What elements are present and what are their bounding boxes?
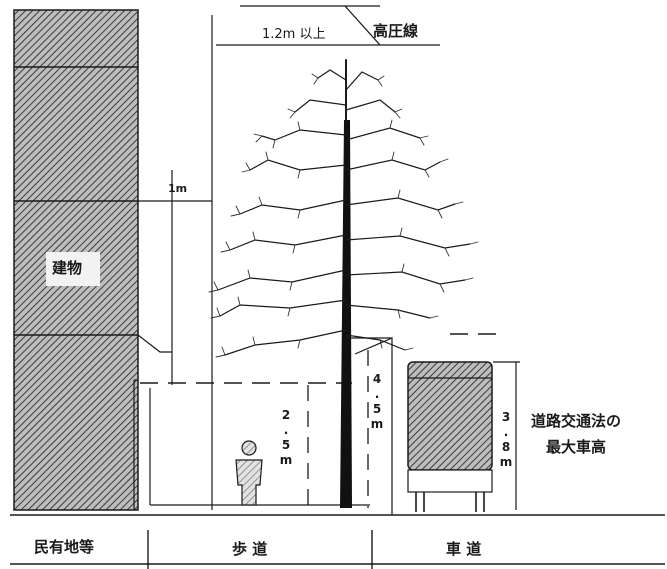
- power-line-label: 高圧線: [373, 22, 419, 40]
- vehicle-height-label: 3.8m: [499, 410, 513, 470]
- private-land-structure: [133, 334, 370, 510]
- power-line-clearance: [216, 5, 440, 46]
- building-label: 建物: [52, 259, 83, 277]
- boundary-lines: [138, 15, 213, 510]
- tree-clearance-frame: [345, 337, 393, 515]
- tree-icon: [208, 59, 479, 508]
- traffic-law-label-line1: 道路交通法の: [531, 412, 622, 430]
- zone-private-label: 民有地等: [34, 538, 95, 556]
- clearance-label: 1.2m 以上: [262, 27, 326, 42]
- offset-label: 1m: [168, 182, 188, 195]
- tree-height-label: 4.5m: [370, 372, 384, 432]
- zone-roadway-label: 車 道: [446, 540, 482, 558]
- sidewalk-height-label: 2.5m: [279, 408, 293, 468]
- dashed-height-lines: [140, 333, 500, 384]
- standing-person-icon: [235, 440, 263, 506]
- zone-sidewalk-label: 歩 道: [232, 540, 268, 558]
- zone-table: [10, 530, 665, 569]
- dimension-lines: [307, 350, 369, 508]
- building: [13, 9, 139, 511]
- vehicle-height-dimension: [493, 361, 520, 510]
- truck-icon: [407, 361, 493, 512]
- traffic-law-label-line2: 最大車高: [546, 438, 607, 456]
